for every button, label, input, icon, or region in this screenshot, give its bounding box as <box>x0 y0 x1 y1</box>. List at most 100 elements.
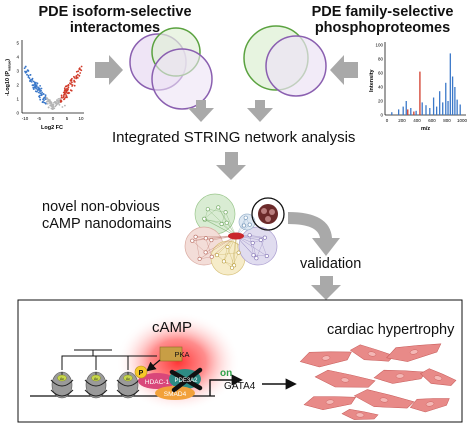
network-edge <box>204 207 219 219</box>
volcano-point <box>63 87 66 90</box>
volcano-point <box>75 75 78 77</box>
network-node <box>223 210 228 215</box>
volcano-point <box>58 104 61 106</box>
network-node <box>247 222 252 227</box>
volcano-x-tick: 10 <box>78 116 84 121</box>
volcano-point <box>30 81 33 83</box>
network-node <box>224 220 229 225</box>
volcano-point <box>71 85 73 87</box>
volcano-point <box>41 91 43 94</box>
network-node <box>205 207 210 212</box>
volcano-point <box>46 100 48 103</box>
network-edge <box>195 236 212 241</box>
volcano-point <box>67 83 70 86</box>
volcano-point <box>53 101 55 104</box>
network-edge <box>233 235 237 266</box>
volcano-point <box>34 90 37 93</box>
volcano-point <box>65 91 67 94</box>
string-network <box>184 193 285 276</box>
volcano-point <box>79 72 82 74</box>
camp-label: cAMP <box>152 319 193 336</box>
network-edge <box>221 212 226 225</box>
volcano-point <box>29 80 32 82</box>
volcano-y-tick: 1 <box>16 97 19 102</box>
spectrum-y-tick: 40 <box>378 85 384 90</box>
cell-nucleus <box>433 375 443 381</box>
volcano-point <box>35 86 38 88</box>
network-edge <box>205 235 237 253</box>
volcano-point <box>45 102 47 105</box>
gata4-label: GATA4 <box>224 381 256 392</box>
spectrum-y-tick: 20 <box>378 99 384 104</box>
cardiomyocyte <box>353 389 415 409</box>
volcano-point <box>56 99 58 102</box>
network-edge <box>225 212 237 237</box>
volcano-point <box>70 83 72 85</box>
network-edge <box>260 239 267 257</box>
spectrum-y-tick: 100 <box>375 43 383 48</box>
cell-nucleus <box>395 373 405 379</box>
cardiomyocyte <box>409 398 450 413</box>
spectrum-x-tick: 400 <box>413 118 421 123</box>
volcano-point <box>27 74 30 77</box>
dna-wrap <box>84 379 108 397</box>
network-node <box>203 236 208 241</box>
network-edge <box>192 240 206 253</box>
phospho-label: P <box>139 370 144 377</box>
volcano-point <box>63 93 66 96</box>
right-title-line-1: PDE family-selective <box>311 4 454 20</box>
right-title: PDE family-selective phosphoproteomes <box>295 4 470 36</box>
volcano-point <box>55 104 58 107</box>
network-node <box>202 216 207 221</box>
volcano-point <box>25 70 28 73</box>
volcano-point <box>27 76 30 78</box>
network-edge <box>207 209 226 213</box>
network-edge <box>211 235 237 257</box>
volcano-point <box>77 70 80 73</box>
smad4-label: SMAD4 <box>164 391 187 398</box>
network-node <box>243 215 248 220</box>
nanodomains-label: novel non-obvious cAMP nanodomains <box>42 199 172 233</box>
network-edge <box>204 218 237 237</box>
spectrum-y-tick: 80 <box>378 57 384 62</box>
nanodomain-node-2 <box>269 209 275 215</box>
dna-wrap <box>116 379 140 397</box>
volcano-y-tick: 0 <box>16 111 19 116</box>
volcano-point <box>39 85 41 87</box>
network-node <box>190 238 195 243</box>
network-node <box>264 254 269 259</box>
volcano-x-tick: 5 <box>66 116 69 121</box>
network-node <box>251 253 256 258</box>
volcano-point <box>52 103 55 106</box>
volcano-point <box>60 100 63 103</box>
volcano-points <box>23 65 83 110</box>
volcano-point <box>59 97 61 100</box>
volcano-point <box>31 84 34 87</box>
spectrum-y-tick: 60 <box>378 71 384 76</box>
volcano-point <box>43 101 46 104</box>
pka-label: PKA <box>174 350 189 359</box>
network-node <box>215 253 220 258</box>
volcano-point <box>51 108 54 110</box>
pde3a2-label: PDE3A2 <box>174 378 198 384</box>
volcano-point <box>28 77 31 80</box>
volcano-point <box>26 73 28 76</box>
transcription-arrow <box>209 374 243 396</box>
volcano-point <box>38 94 41 97</box>
network-node <box>193 234 198 239</box>
spectrum-x-tick: 1000 <box>457 118 468 123</box>
network-node <box>225 244 230 249</box>
volcano-point <box>61 106 64 108</box>
acetyl-label: Ac <box>60 377 64 381</box>
cell-nucleus <box>367 351 377 357</box>
volcano-point <box>39 98 42 101</box>
volcano-point <box>42 97 45 100</box>
volcano-point <box>33 83 36 85</box>
volcano-point <box>67 88 69 91</box>
venn-circle-purple-right <box>265 35 327 97</box>
